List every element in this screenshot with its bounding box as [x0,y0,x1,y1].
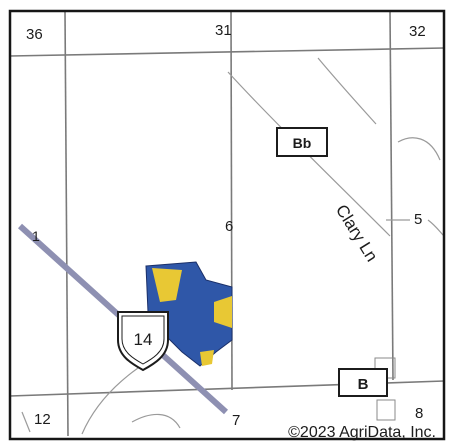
section-number-bottom-left: 12 [34,411,51,428]
section-number-bottom-right: 8 [415,405,423,422]
us-highway-shield-icon [117,311,169,372]
parcel-yellow-right [214,296,232,328]
soil-label-box-lower [338,368,388,397]
bottom-left-tick [21,411,31,433]
soil-label-lower: B [358,376,369,393]
section-number-center: 6 [225,218,233,235]
section-number-right-middle: 5 [414,211,422,228]
section-number-top-middle: 31 [215,22,232,39]
section-number-left-middle: 1 [32,228,40,244]
soil-label-box-upper [276,127,328,157]
soil-label-upper: Bb [293,135,312,151]
section-number-top-left: 36 [26,26,43,43]
section-number-top-right: 32 [409,23,426,40]
structure-box-lower [376,399,396,421]
copyright-notice: ©2023 AgriData, Inc. [288,424,436,441]
section-line-right [389,11,394,381]
map-frame [8,9,446,441]
section-number-bottom-middle: 7 [232,412,240,429]
drainage-ditch [317,57,377,125]
road-south-small [131,413,181,429]
highway-shield-number: 14 [134,330,153,349]
field-parcels [145,261,233,367]
parcel-yellow-top [152,268,182,302]
creek-curve-right [397,137,441,161]
section-line-top [9,47,445,57]
section-line-left [64,11,69,437]
parcel-yellow-bottom [200,350,214,366]
